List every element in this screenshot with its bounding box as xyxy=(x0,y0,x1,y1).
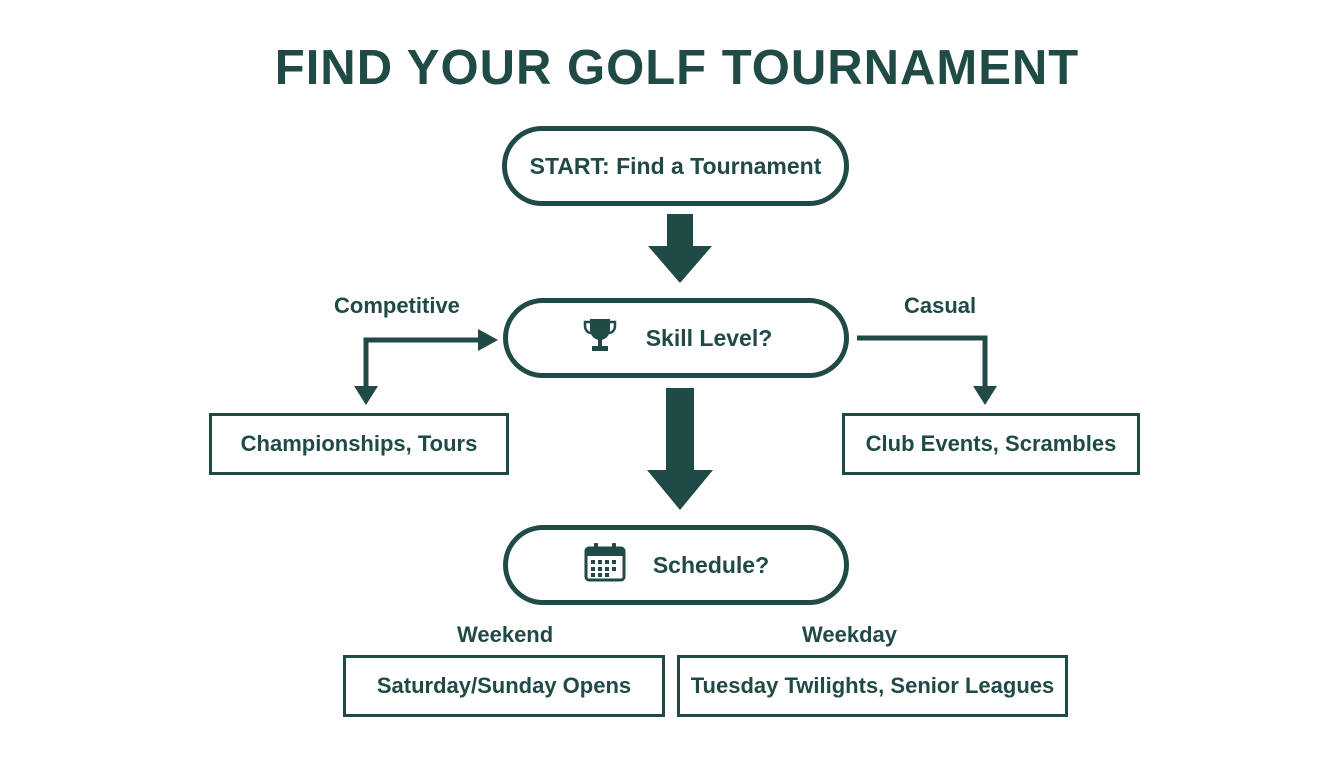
result-weekend-label: Saturday/Sunday Opens xyxy=(376,673,632,698)
result-weekday-label: Tuesday Twilights, Senior Leagues xyxy=(690,673,1055,698)
skill-level-node: Skill Level? xyxy=(503,298,849,378)
result-casual-label: Club Events, Scrambles xyxy=(865,431,1117,456)
branch-label-weekend: Weekend xyxy=(457,622,554,647)
arrow-skill-to-schedule xyxy=(647,388,713,510)
branch-label-casual: Casual xyxy=(904,293,977,318)
arrowhead-competitive-down xyxy=(354,386,378,405)
start-node-label: START: Find a Tournament xyxy=(529,152,822,179)
result-competitive-label: Championships, Tours xyxy=(240,431,478,456)
schedule-label: Schedule? xyxy=(652,551,770,578)
arrowhead-casual-down xyxy=(973,386,997,405)
connector-casual xyxy=(857,335,988,392)
connector-competitive xyxy=(363,337,486,392)
skill-level-label: Skill Level? xyxy=(645,324,773,351)
branch-label-weekday: Weekday xyxy=(802,622,897,647)
result-casual: Club Events, Scrambles xyxy=(842,413,1140,475)
result-competitive: Championships, Tours xyxy=(209,413,509,475)
branch-label-competitive: Competitive xyxy=(334,293,460,318)
arrowhead-competitive-right xyxy=(478,329,498,351)
calendar-icon xyxy=(583,541,627,589)
arrow-start-to-skill xyxy=(648,214,712,283)
schedule-node: Schedule? xyxy=(503,525,849,605)
trophy-icon xyxy=(580,315,620,361)
result-weekend: Saturday/Sunday Opens xyxy=(343,655,665,717)
start-node: START: Find a Tournament xyxy=(502,126,849,206)
result-weekday: Tuesday Twilights, Senior Leagues xyxy=(677,655,1068,717)
page-title: FIND YOUR GOLF TOURNAMENT xyxy=(274,41,1080,95)
